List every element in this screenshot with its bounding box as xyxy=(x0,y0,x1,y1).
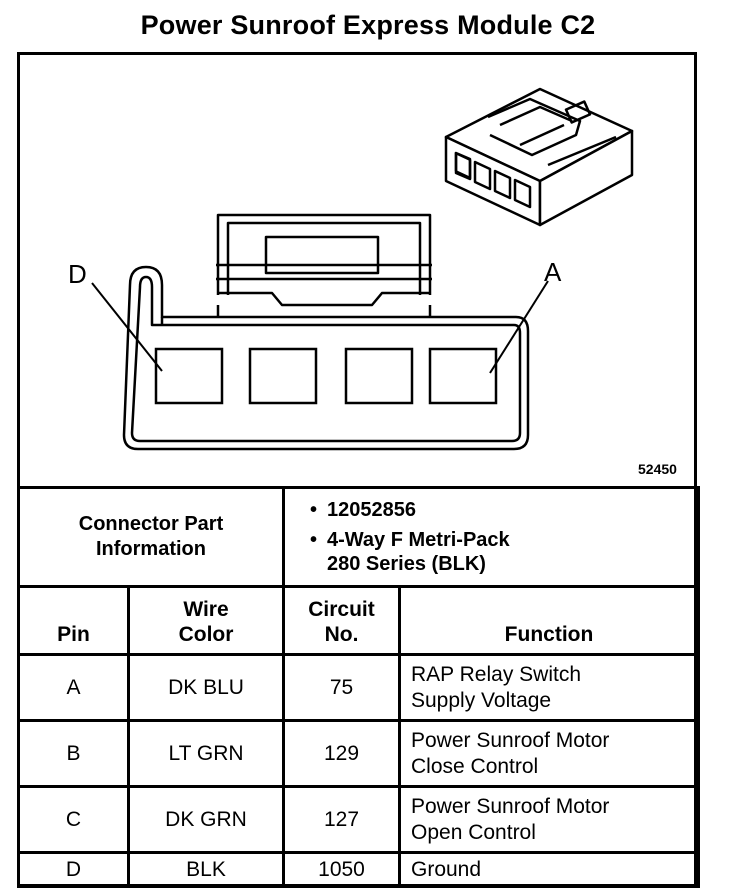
part-number: •12052856 xyxy=(310,499,416,521)
cavity-a xyxy=(428,347,498,405)
connector-face xyxy=(122,213,530,451)
color-cell: LT GRN xyxy=(127,719,285,788)
function-cell: Power Sunroof Motor Close Control xyxy=(398,719,700,788)
header-pin: Pin xyxy=(17,585,130,656)
color-cell: BLK xyxy=(127,851,285,888)
header-function: Function xyxy=(398,585,700,656)
connector-diagram: D A xyxy=(20,55,694,486)
header-circuit: Circuit No. xyxy=(282,585,401,656)
function-cell: RAP Relay Switch Supply Voltage xyxy=(398,653,700,722)
pin-cell: A xyxy=(17,653,130,722)
connector-3d-sketch xyxy=(444,87,634,227)
terminal-cavities xyxy=(154,347,498,405)
figure-id: 52450 xyxy=(638,461,677,477)
connector-info-label: Connector Part Information xyxy=(17,486,285,588)
table-row: D BLK 1050 Ground xyxy=(17,851,700,888)
circuit-cell: 127 xyxy=(282,785,401,854)
circuit-cell: 1050 xyxy=(282,851,401,888)
pin-cell: B xyxy=(17,719,130,788)
table-row: B LT GRN 129 Power Sunroof Motor Close C… xyxy=(17,719,700,788)
function-cell: Power Sunroof Motor Open Control xyxy=(398,785,700,854)
label-a: A xyxy=(544,257,562,287)
circuit-cell: 129 xyxy=(282,719,401,788)
cavity-b xyxy=(344,347,414,405)
function-cell: Ground xyxy=(398,851,700,888)
cavity-d xyxy=(154,347,224,405)
connector-info-table: Connector Part Information •12052856 •4-… xyxy=(17,486,700,588)
pin-table: Pin Wire Color Circuit No. Function A DK… xyxy=(17,585,700,888)
cavity-c xyxy=(248,347,318,405)
page-title: Power Sunroof Express Module C2 xyxy=(140,10,596,40)
table-row: A DK BLU 75 RAP Relay Switch Supply Volt… xyxy=(17,653,700,722)
leader-line-a xyxy=(489,280,549,374)
table-row: C DK GRN 127 Power Sunroof Motor Open Co… xyxy=(17,785,700,854)
pin-cell: D xyxy=(17,851,130,888)
color-cell: DK GRN xyxy=(127,785,285,854)
leader-line-d xyxy=(91,282,163,372)
color-cell: DK BLU xyxy=(127,653,285,722)
circuit-cell: 75 xyxy=(282,653,401,722)
pin-cell: C xyxy=(17,785,130,854)
label-d: D xyxy=(68,259,87,289)
header-wire-color: Wire Color xyxy=(127,585,285,656)
